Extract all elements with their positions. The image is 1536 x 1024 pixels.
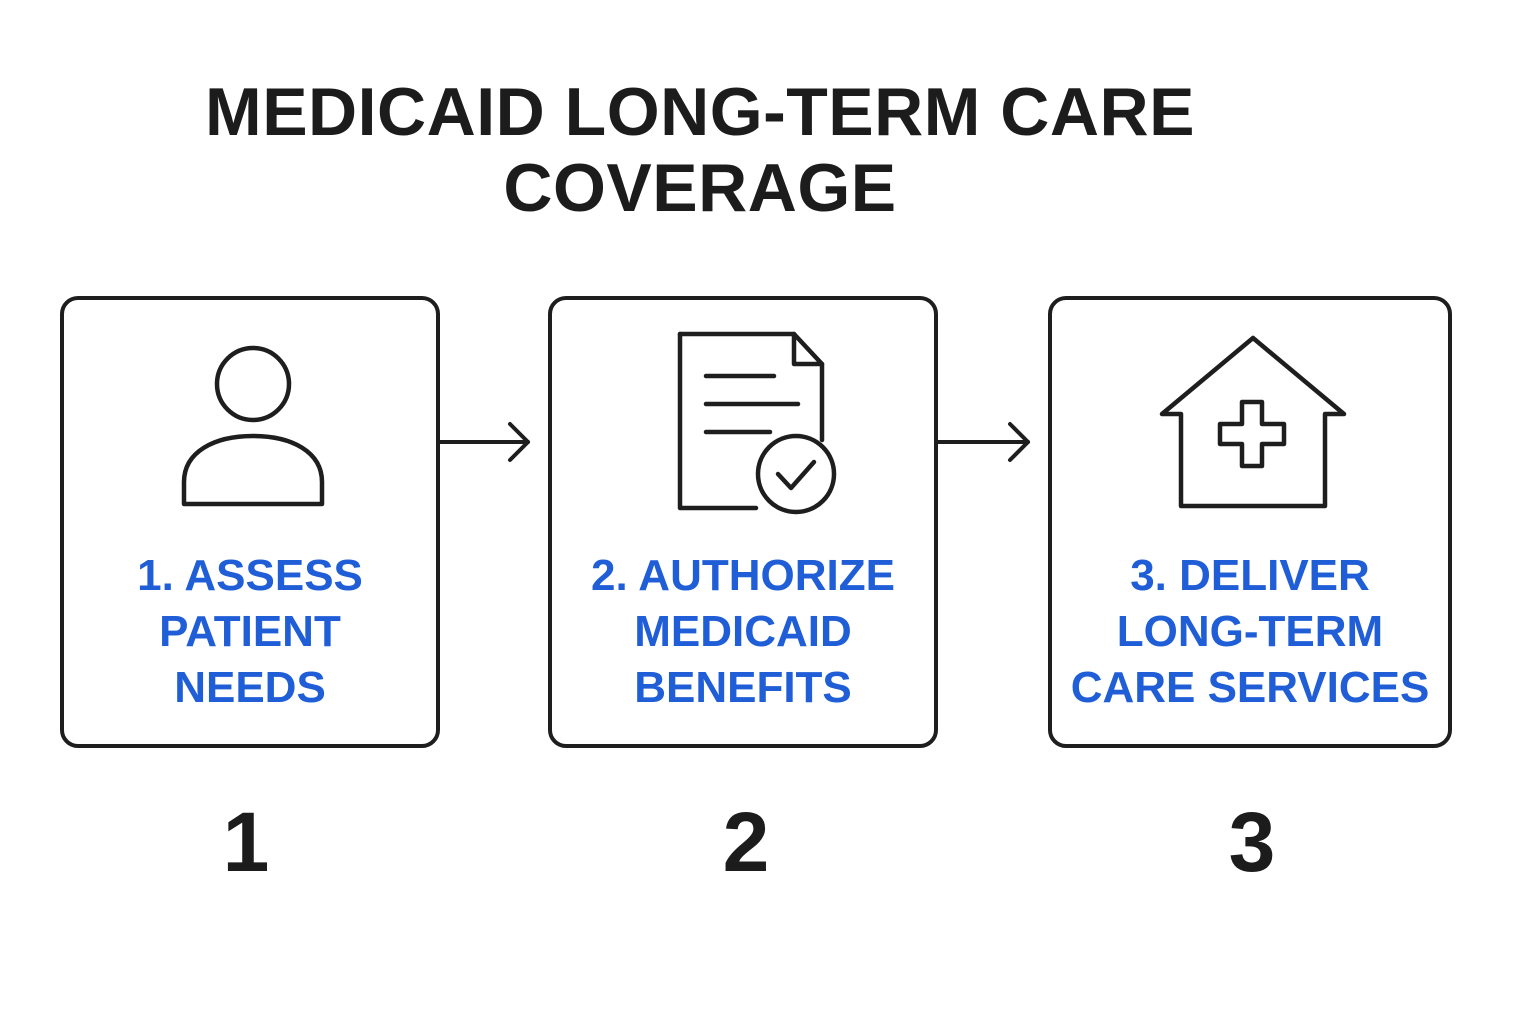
- step-2-label: 2. AUTHORIZE MEDICAID BENEFITS: [552, 548, 934, 716]
- step-3-label: 3. DELIVER LONG-TERM CARE SERVICES: [1052, 548, 1448, 716]
- step-1-box: 1. ASSESS PATIENT NEEDS: [60, 296, 440, 748]
- step-1-label-line-3: NEEDS: [174, 663, 326, 712]
- person-icon: [181, 345, 325, 507]
- step-number-1: 1: [222, 795, 270, 889]
- step-1-label-line-2: PATIENT: [159, 607, 341, 656]
- step-2-label-line-2: MEDICAID: [634, 607, 852, 656]
- step-3-label-line-1: 3. DELIVER: [1130, 551, 1370, 600]
- arrow-right-icon: [438, 422, 530, 462]
- step-3-box: 3. DELIVER LONG-TERM CARE SERVICES: [1048, 296, 1452, 748]
- step-3-label-line-2: LONG-TERM: [1116, 607, 1384, 656]
- step-number-3: 3: [1228, 795, 1276, 889]
- step-number-2: 2: [722, 795, 770, 889]
- step-2-label-line-1: 2. AUTHORIZE: [591, 551, 895, 600]
- step-2-box: 2. AUTHORIZE MEDICAID BENEFITS: [548, 296, 938, 748]
- title-line-1: MEDICAID LONG-TERM CARE: [205, 74, 1195, 150]
- document-check-icon: [677, 331, 837, 515]
- diagram-title: MEDICAID LONG-TERM CARE COVERAGE: [140, 74, 1260, 226]
- title-line-2: COVERAGE: [503, 150, 897, 226]
- step-3-label-line-3: CARE SERVICES: [1070, 663, 1430, 712]
- step-1-label: 1. ASSESS PATIENT NEEDS: [64, 548, 436, 716]
- medical-house-icon: [1159, 335, 1347, 509]
- arrow-right-icon: [936, 422, 1030, 462]
- step-1-label-line-1: 1. ASSESS: [137, 551, 363, 600]
- step-2-label-line-3: BENEFITS: [634, 663, 852, 712]
